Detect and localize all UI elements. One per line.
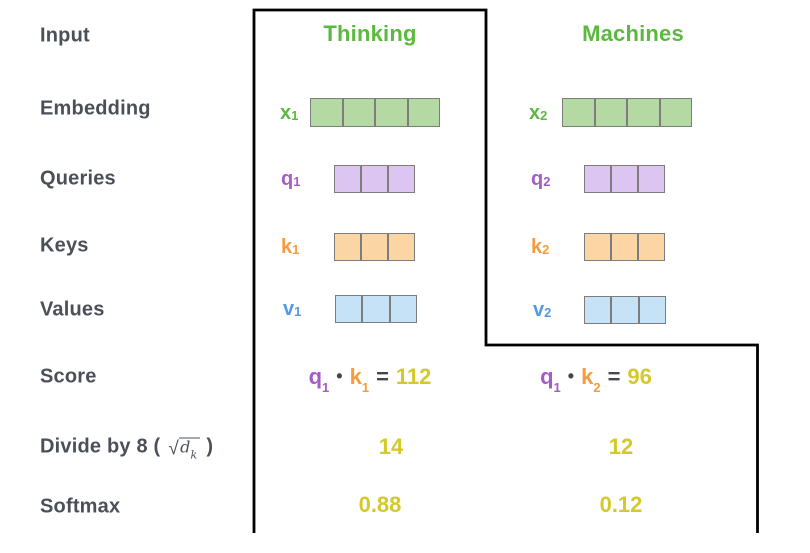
softmax-value-machines: 0.12 [599,492,643,517]
vector-cell [610,234,637,260]
vector-cell [360,166,387,192]
vector-cell [361,296,388,322]
score-k-term: k1 [349,364,370,396]
dot-product-icon: • [336,366,343,386]
row-label-values: Values [40,298,105,321]
vector-cell [610,297,637,323]
vector-cell [626,99,659,126]
row-label-divide: Divide by 8 ( √dk ) [40,435,214,462]
divide-value-thinking: 14 [378,434,404,459]
vector-cell [387,166,414,192]
v2-vector [584,296,666,324]
k1-vector [334,233,415,261]
column-header-thinking: Thinking [323,21,417,46]
k2-vector [584,233,665,261]
score-expression-machines: q1 • k2 = 96 [540,364,652,396]
vector-cell [637,297,665,323]
row-label-embedding: Embedding [40,97,151,120]
column-header-machines: Machines [582,21,684,46]
vector-cell [335,234,360,260]
vector-cell [637,166,664,192]
vector-cell [585,234,610,260]
equals-sign: = [607,364,621,389]
equals-sign: = [376,364,389,389]
q2-vector [584,165,665,193]
vector-cell [585,166,610,192]
row-label-softmax: Softmax [40,495,121,518]
score-value: 112 [395,364,432,389]
vector-cell [360,234,387,260]
row-label-score: Score [40,365,97,388]
softmax-value-thinking: 0.88 [358,492,402,517]
x1-vector [310,98,440,127]
vector-cell [610,166,637,192]
vector-cell [637,234,664,260]
score-q-term: q1 [540,364,561,396]
vector-cell [387,234,414,260]
vector-cell [658,99,692,126]
vector-cell [336,296,361,322]
vector-cell [593,99,627,126]
divide-value-machines: 12 [608,434,634,459]
vector-cell [563,99,594,126]
q1-vector [334,165,415,193]
vector-cell [335,166,360,192]
row-label-input: Input [40,24,90,47]
row-label-queries: Queries [40,167,116,190]
sqrt-dk-expression: √dk [168,437,201,461]
score-q-term: q1 [308,364,330,396]
vector-cell [585,297,610,323]
vector-cell [311,99,342,126]
row-label-keys: Keys [40,234,89,257]
score-expression-thinking: q1 • k1 = 112 [308,364,432,396]
score-k-term: k2 [581,364,601,396]
vector-cell [406,99,440,126]
vector-cell [341,99,375,126]
dot-product-icon: • [567,366,575,386]
score-value: 96 [627,364,652,389]
x2-vector [562,98,692,127]
v1-vector [335,295,417,323]
vector-cell [388,296,416,322]
vector-cell [374,99,407,126]
